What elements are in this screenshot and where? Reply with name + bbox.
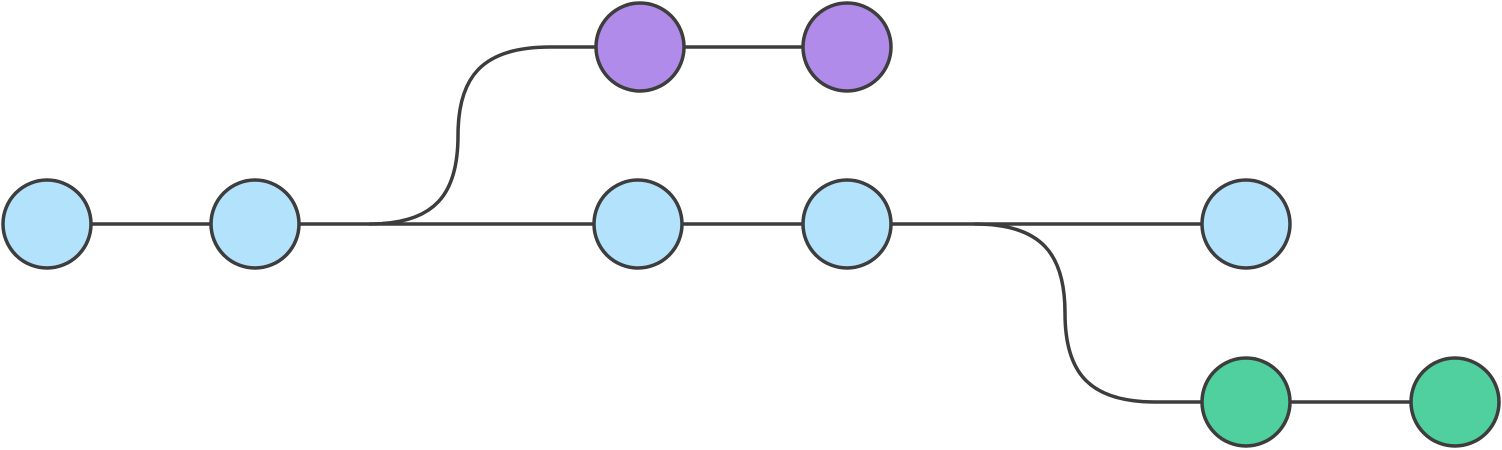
main-commit-node-2 — [209, 178, 301, 270]
feature-top-fork-connector — [368, 45, 642, 226]
feature-bottom-commit-node-2 — [1409, 356, 1501, 448]
main-commit-node-5 — [1200, 178, 1292, 270]
feature-top-commit-node-2 — [801, 1, 893, 93]
main-commit-node-1 — [1, 178, 93, 270]
feature-top-commit-node-1 — [594, 1, 686, 93]
main-commit-node-3 — [592, 178, 684, 270]
feature-bottom-commit-node-1 — [1200, 356, 1292, 448]
feature-bottom-fork-connector — [973, 222, 1248, 404]
main-commit-node-4 — [801, 178, 893, 270]
